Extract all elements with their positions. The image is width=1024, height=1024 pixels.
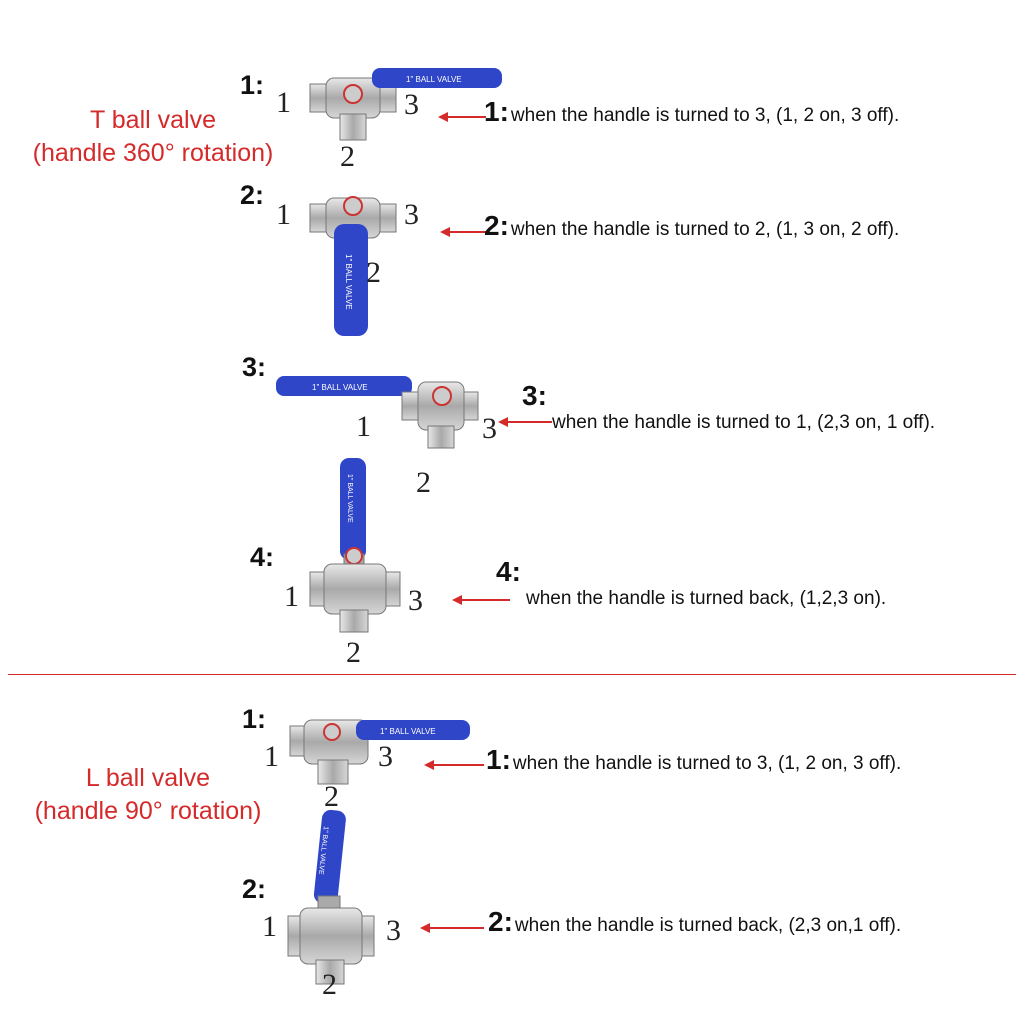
t-valve-4-image: 1" BALL VALVE (309, 458, 401, 633)
l-step-1-number: 1: (242, 704, 267, 734)
t-valve-3-image: 1" BALL VALVE (276, 376, 479, 449)
l-step-1-port-3: 3 (378, 740, 393, 773)
t-step-4-number: 4: (250, 542, 275, 572)
t-step-2-port-2: 2 (366, 256, 381, 289)
t-step-1-arrow (438, 112, 486, 122)
t-step-3-arrow (498, 417, 552, 427)
t-step-2-text: when the handle is turned to 2, (1, 3 on… (510, 219, 900, 240)
l-step-2-port-2: 2 (322, 968, 337, 1001)
l-step-1-port-1: 1 (264, 740, 279, 773)
t-step-4-port-3: 3 (408, 584, 423, 617)
t-step-1-port-2: 2 (340, 140, 355, 173)
t-step-4-port-1: 1 (284, 580, 299, 613)
l-step-2-text: when the handle is turned back, (2,3 on,… (514, 915, 902, 936)
t-step-2-port-1: 1 (276, 198, 291, 231)
t-step-1-description: 1:when the handle is turned to 3, (1, 2 … (484, 96, 899, 128)
t-ball-valve-title: T ball valve (handle 360° rotation) (8, 104, 298, 170)
t-step-3-port-3: 3 (482, 412, 497, 445)
t-step-3-description: 3: when the handle is turned to 1, (2,3 … (522, 380, 1012, 440)
l-step-1-port-2: 2 (324, 780, 339, 813)
t-step-1-arrow-number: 1: (484, 96, 509, 127)
t-step-3-port-1: 1 (356, 410, 371, 443)
l-valve-1-image: 1" BALL VALVE (289, 719, 470, 785)
t-step-3-text: when the handle is turned to 1, (2,3 on,… (552, 412, 936, 433)
t-step-4-arrow (452, 595, 510, 605)
l-step-2-arrow-number: 2: (488, 906, 513, 937)
t-step-1-port-1: 1 (276, 86, 291, 119)
svg-text:1" BALL VALVE: 1" BALL VALVE (346, 474, 353, 523)
l-step-1-description: 1:when the handle is turned to 3, (1, 2 … (486, 744, 901, 776)
l-valve-2-image: 1" BALL VALVE (287, 809, 375, 985)
l-step-1-arrow-number: 1: (486, 744, 511, 775)
l-step-2-number: 2: (242, 874, 267, 904)
section-divider (8, 674, 1016, 675)
t-step-3-arrow-number: 3: (522, 380, 547, 411)
l-subtitle: (handle 90° rotation) (34, 797, 262, 825)
t-step-2-description: 2:when the handle is turned to 2, (1, 3 … (484, 210, 899, 242)
l-step-2-arrow (420, 923, 484, 933)
t-step-2-number: 2: (240, 180, 265, 210)
t-step-1-text: when the handle is turned to 3, (1, 2 on… (510, 105, 900, 126)
t-step-2-port-3: 3 (404, 198, 419, 231)
l-title: L ball valve (85, 764, 211, 792)
t-step-3-number: 3: (242, 352, 267, 382)
svg-text:1" BALL VALVE: 1" BALL VALVE (406, 75, 462, 84)
t-step-4-port-2: 2 (346, 636, 361, 669)
svg-text:1" BALL VALVE: 1" BALL VALVE (344, 254, 353, 310)
t-step-2-arrow-number: 2: (484, 210, 509, 241)
l-step-2-port-3: 3 (386, 914, 401, 947)
t-step-2-arrow (440, 227, 488, 237)
l-ball-valve-title: L ball valve (handle 90° rotation) (8, 762, 288, 828)
t-step-4-arrow-number: 4: (496, 556, 521, 587)
t-valve-1-image: 1" BALL VALVE (309, 68, 502, 141)
t-step-3-port-2: 2 (416, 466, 431, 499)
t-step-4-description: 4: when the handle is turned back, (1,2,… (496, 556, 976, 626)
l-step-1-text: when the handle is turned to 3, (1, 2 on… (512, 753, 902, 774)
t-subtitle: (handle 360° rotation) (32, 139, 274, 167)
l-step-1-arrow (424, 760, 484, 770)
t-valve-2-image: 1" BALL VALVE (309, 196, 397, 336)
svg-text:1" BALL VALVE: 1" BALL VALVE (312, 383, 368, 392)
t-step-4-text: when the handle is turned back, (1,2,3 o… (526, 588, 887, 609)
svg-text:1" BALL VALVE: 1" BALL VALVE (380, 727, 436, 736)
t-step-1-number: 1: (240, 70, 265, 100)
t-step-1-port-3: 3 (404, 88, 419, 121)
l-step-2-port-1: 1 (262, 910, 277, 943)
l-step-2-description: 2:when the handle is turned back, (2,3 o… (488, 906, 901, 938)
t-title: T ball valve (90, 106, 216, 134)
